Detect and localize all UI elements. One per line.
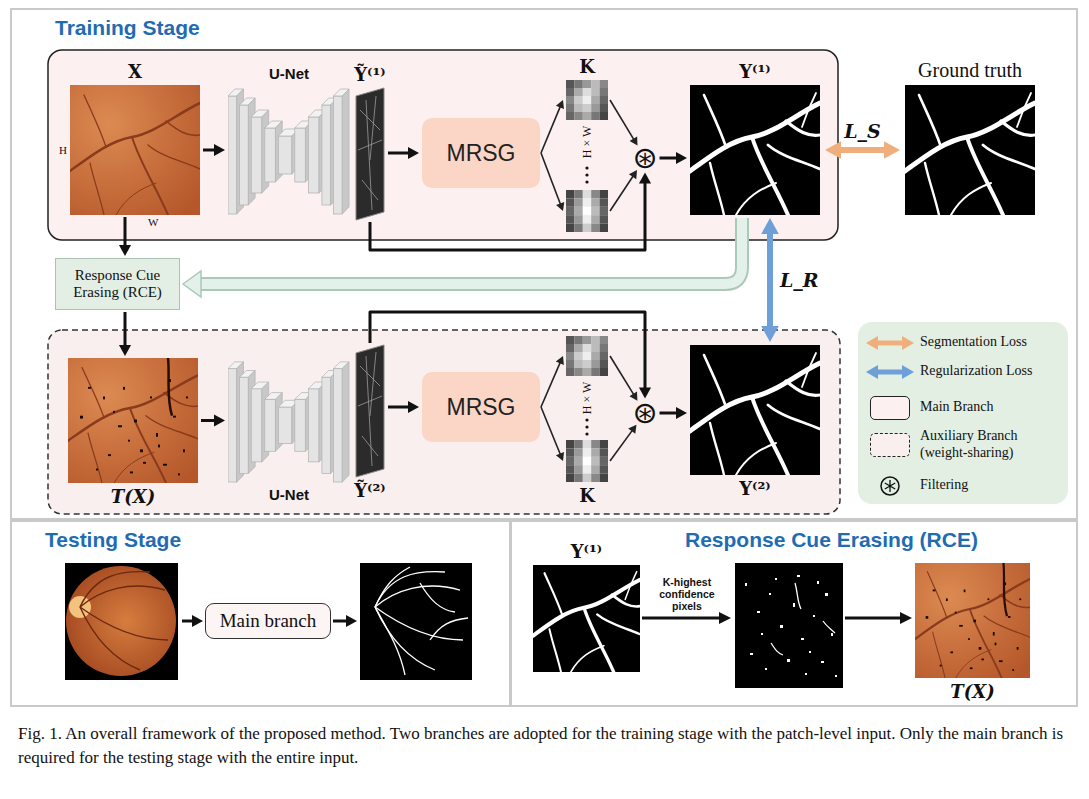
connector-arrow <box>541 100 564 211</box>
connector-arrow <box>660 152 688 164</box>
step-label: K-highest confidence pixels <box>645 576 729 612</box>
output-label: Y⁽²⁾ <box>739 478 770 499</box>
map-label: Ỹ⁽²⁾ <box>354 480 385 501</box>
connector-arrow <box>183 218 742 297</box>
connector-arrow <box>388 147 419 159</box>
output-map: Y⁽¹⁾ <box>533 565 640 672</box>
size-label: H × W <box>580 382 595 415</box>
filter-op: ⊛ <box>630 138 660 178</box>
mrsg-box: MRSG <box>422 118 540 188</box>
ground-truth: Ground truth <box>905 85 1035 215</box>
legend-label: Regularization Loss <box>920 363 1062 380</box>
connector-arrow <box>388 401 419 413</box>
legend-label: Auxiliary Branch (weight-sharing) <box>920 428 1062 462</box>
loss-label: L_S <box>844 120 881 142</box>
legend-swatch <box>870 433 910 457</box>
operator-symbol: ⊛ <box>632 143 657 173</box>
connector-arrow <box>201 414 225 426</box>
stage-panel: Response Cue Erasing (RCE) Y⁽¹⁾ T(X) <box>510 520 1078 707</box>
process-box: Main branch <box>205 603 331 639</box>
kernel-label: K <box>579 485 595 506</box>
connector-arrow <box>761 218 779 342</box>
rce-box: Response Cue Erasing (RCE) <box>55 258 180 310</box>
dimension-label: W <box>148 216 158 228</box>
module-label: Response Cue Erasing (RCE) <box>62 267 173 302</box>
kernel-stack: KH × W <box>566 336 608 482</box>
output-map: Y⁽²⁾ <box>690 345 820 475</box>
connector-arrow <box>119 217 131 256</box>
map-label: Ỹ⁽¹⁾ <box>354 64 385 85</box>
module-label: Main branch <box>220 610 317 632</box>
stage-panel: Training StageXHWU-NetỸ⁽¹⁾MRSGKH × W⊛Y⁽¹… <box>10 8 1078 520</box>
connector-arrow <box>825 141 900 159</box>
connector-arrow <box>541 356 564 461</box>
legend-swatch <box>870 396 910 420</box>
input-patch: XHW <box>70 85 200 215</box>
erased-patch: T(X) <box>68 358 198 483</box>
feature-map: Ỹ⁽¹⁾ <box>355 88 385 220</box>
loss-label: L_R <box>780 269 819 291</box>
output-map: Y⁽¹⁾ <box>690 85 820 215</box>
unet-block: U-Net <box>228 85 350 215</box>
stage-panel: Testing StageMain branch <box>10 520 511 707</box>
mrsg-box: MRSG <box>422 372 540 442</box>
legend-label: Main Branch <box>920 399 1062 416</box>
output-label: Y⁽¹⁾ <box>739 61 770 82</box>
image-label: X <box>128 61 142 82</box>
panel-heading: Training Stage <box>55 16 200 40</box>
dimension-label: H <box>59 144 67 156</box>
kernel-label: K <box>579 56 595 77</box>
figure-caption: Fig. 1. An overall framework of the prop… <box>18 722 1073 770</box>
operator-symbol: ⊛ <box>632 398 657 428</box>
module-label: MRSG <box>447 394 516 421</box>
legend-label: Segmentation Loss <box>920 334 1062 351</box>
image-label: Ground truth <box>918 59 1022 82</box>
image-label: T(X) <box>111 486 155 507</box>
output-label: Y⁽¹⁾ <box>571 541 602 562</box>
unet-block: U-Net <box>228 358 350 483</box>
panel-heading: Response Cue Erasing (RCE) <box>685 528 978 552</box>
image-label: T(X) <box>950 681 994 702</box>
feature-map: Ỹ⁽²⁾ <box>355 345 385 477</box>
erased-patch: T(X) <box>915 563 1030 678</box>
network-label: U-Net <box>269 486 309 503</box>
connector-arrow <box>119 312 131 356</box>
module-label: MRSG <box>447 140 516 167</box>
legend-label: Filtering <box>920 477 1062 494</box>
kernel-stack: KH × W <box>566 80 608 232</box>
network-label: U-Net <box>269 65 309 82</box>
connector-arrow <box>203 144 225 156</box>
panel-heading: Testing Stage <box>45 528 181 552</box>
connector-arrow <box>660 407 688 419</box>
filter-op: ⊛ <box>630 393 660 433</box>
size-label: H × W <box>580 126 595 159</box>
